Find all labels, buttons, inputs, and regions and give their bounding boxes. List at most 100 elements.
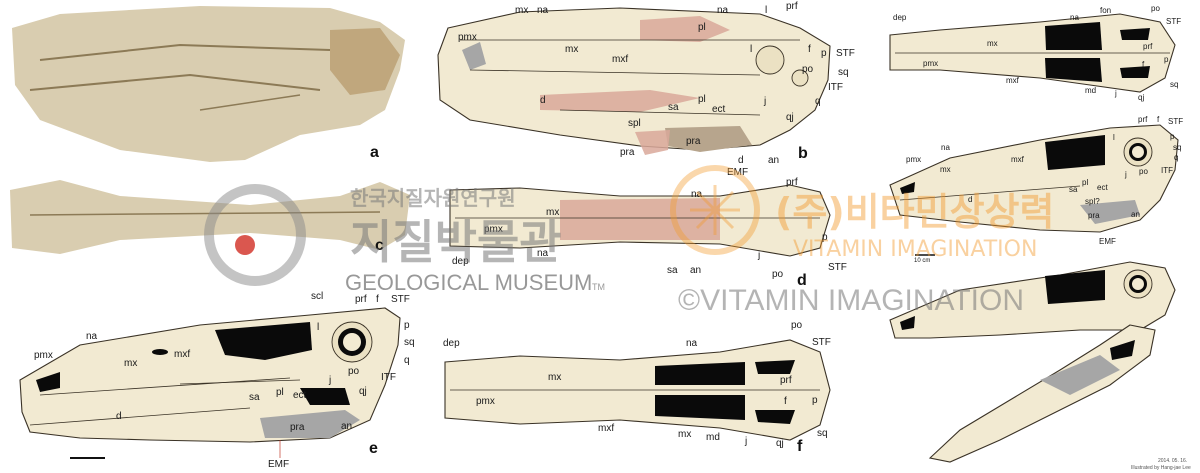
label: po — [1139, 167, 1148, 176]
label: mx — [940, 165, 951, 174]
label: l — [317, 322, 319, 333]
label: mxf — [1011, 155, 1025, 164]
label: pmx — [906, 155, 921, 164]
label: j — [744, 436, 747, 447]
label: sa — [667, 265, 678, 276]
label: q — [404, 355, 410, 366]
label: ITF — [1161, 166, 1173, 175]
panel-label-c: c — [375, 237, 384, 254]
label: mxf — [174, 349, 190, 360]
label: na — [537, 248, 549, 259]
label: md — [706, 432, 720, 443]
panel-label-f: f — [797, 438, 803, 455]
label: f — [1157, 115, 1160, 124]
label: mx — [987, 39, 998, 48]
watermark-text: (주)비타민상상력 — [775, 190, 1054, 234]
label: j — [1124, 170, 1127, 179]
label: f — [808, 44, 811, 55]
label: f — [1142, 60, 1145, 69]
label: q — [815, 96, 821, 107]
label: l — [765, 5, 767, 16]
label: na — [1070, 13, 1079, 22]
label: d — [116, 411, 122, 422]
label: spl — [628, 118, 641, 129]
label: j — [328, 375, 331, 386]
label: pra — [686, 136, 701, 147]
label: p — [404, 320, 410, 331]
label: sa — [668, 102, 679, 113]
label: prf — [786, 1, 798, 12]
label: d — [968, 195, 972, 204]
label: po — [1151, 4, 1160, 13]
label: STF — [391, 294, 410, 305]
label: po — [348, 366, 360, 377]
label: pra — [290, 422, 305, 433]
label: pl — [276, 387, 284, 398]
label: pmx — [923, 59, 938, 68]
diagram-skull-and-mandible — [889, 261, 1176, 463]
credit-author: Illustrated by Hang-jae Lee — [1131, 465, 1191, 471]
panel-label-e: e — [369, 440, 378, 457]
diagram-dorsal-labeled: po dep na STF mx prf pmx p f mxf mx md j… — [443, 320, 831, 455]
photo-lateral-skull: a — [12, 6, 405, 162]
label: dep — [452, 256, 469, 267]
label: na — [717, 5, 729, 16]
label: sq — [1170, 80, 1178, 89]
label: EMF — [727, 167, 748, 178]
label: scl — [311, 291, 323, 302]
label: p — [1170, 132, 1175, 141]
watermark-text: VITAMIN IMAGINATION — [793, 237, 1037, 262]
label: mx — [124, 358, 137, 369]
label: l — [750, 44, 752, 55]
label: po — [802, 64, 814, 75]
label: an — [341, 421, 352, 432]
labels-panel-b: mx na pmx mx mxf pl na l prf STF f p po … — [458, 1, 855, 178]
label: sq — [838, 67, 849, 78]
diagram-dorsal-small: dep na fon po STF mx prf pmx p f mxf md … — [889, 4, 1181, 102]
label: f — [376, 294, 379, 305]
label: sq — [404, 337, 415, 348]
label: mx — [515, 5, 528, 16]
label: md — [1085, 86, 1096, 95]
label: p — [812, 395, 818, 406]
label: mx — [678, 429, 691, 440]
label: mxf — [612, 54, 628, 65]
label: STF — [836, 48, 855, 59]
label: pmx — [458, 32, 477, 43]
label: dep — [443, 338, 460, 349]
watermark-text: ©VITAMIN IMAGINATION — [678, 284, 1024, 317]
label: mxf — [1006, 76, 1020, 85]
label: prf — [786, 177, 798, 188]
label: sq — [1173, 143, 1181, 152]
label: dep — [893, 13, 907, 22]
watermark-vitamin-imagination: (주)비타민상상력 VITAMIN IMAGINATION ©VITAMIN I… — [670, 165, 1054, 317]
label: pmx — [476, 396, 495, 407]
label: prf — [1138, 115, 1148, 124]
label: q — [1174, 153, 1178, 162]
label: ITF — [381, 372, 396, 383]
label: po — [772, 269, 784, 280]
label: fon — [1100, 6, 1111, 15]
label: mx — [546, 207, 559, 218]
label: pmx — [484, 224, 503, 235]
label: na — [691, 189, 703, 200]
label: qj — [1138, 93, 1144, 102]
label: mxf — [598, 423, 614, 434]
diagram-lateral-reconstruction: mx na pmx mx mxf pl na l prf STF f p po … — [437, 1, 855, 178]
label: STF — [1168, 117, 1183, 126]
watermark-text: TM — [592, 282, 605, 292]
label: an — [1131, 210, 1140, 219]
label: pl — [698, 94, 706, 105]
scale-label: 10 cm — [914, 258, 930, 264]
label: pl — [1082, 178, 1088, 187]
label: ITF — [828, 82, 843, 93]
label: qj — [776, 438, 784, 449]
diagram-dorsal-reconstruction: na prf mx pmx dep na sa an j po p STF d — [449, 177, 847, 289]
label: prf — [780, 375, 792, 386]
label: STF — [812, 337, 831, 348]
label: sa — [249, 392, 260, 403]
label: pra — [620, 147, 635, 158]
diagram-lateral-small: prf f STF na l p pmx sq mxf q mx po ITF … — [889, 115, 1183, 264]
label: STF — [1166, 17, 1181, 26]
